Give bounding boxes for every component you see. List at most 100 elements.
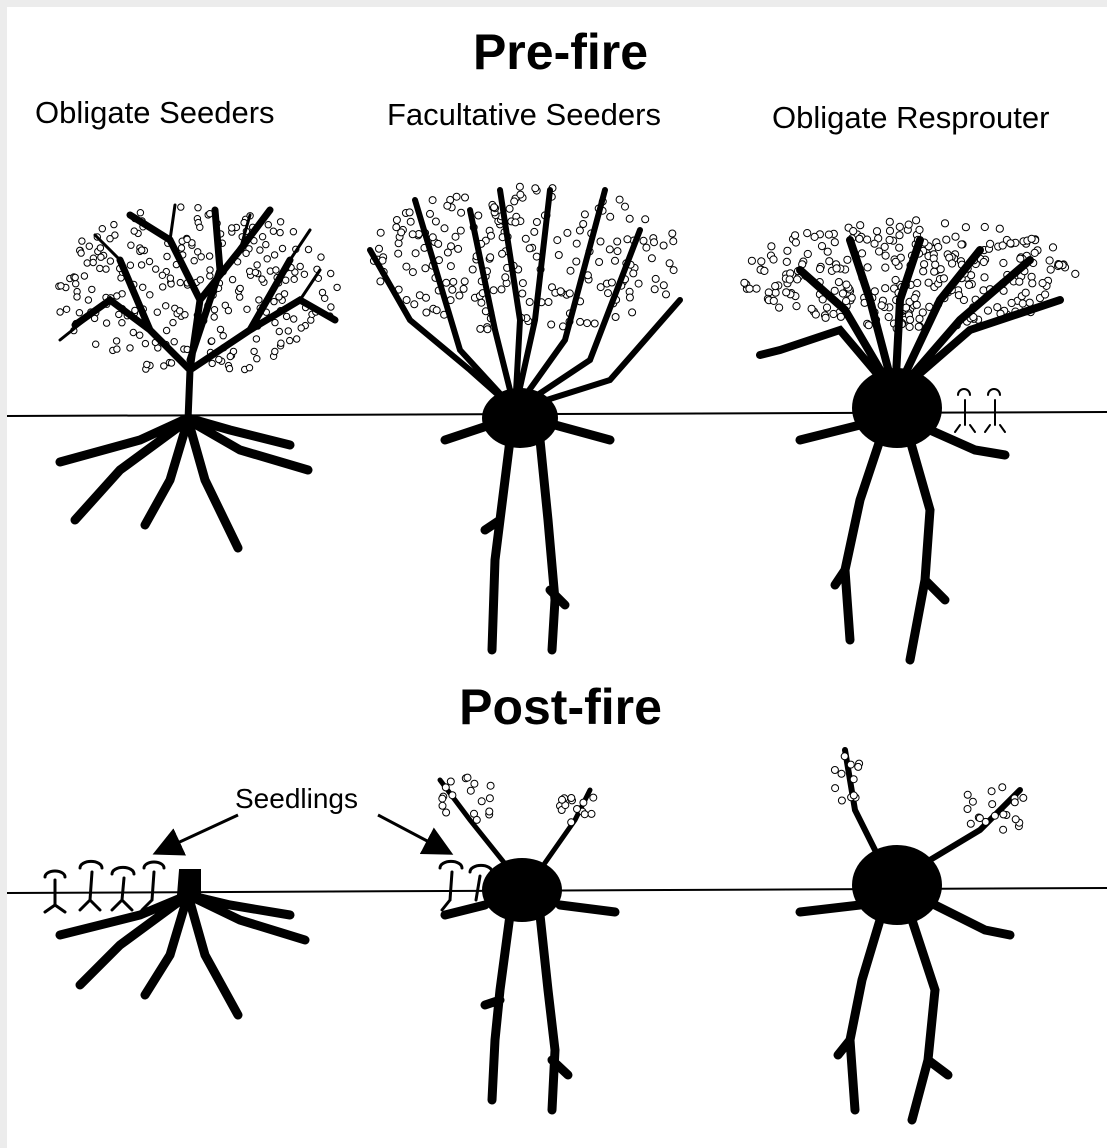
leaf-mark bbox=[225, 307, 231, 313]
leaf-mark bbox=[770, 297, 777, 304]
leaf-mark bbox=[1056, 261, 1063, 268]
leaf-mark bbox=[259, 234, 265, 240]
leaf-mark bbox=[573, 240, 580, 247]
leaf-mark bbox=[793, 303, 800, 310]
leaf-mark bbox=[882, 285, 889, 292]
leaf-mark bbox=[287, 337, 293, 343]
leaf-mark bbox=[184, 236, 190, 242]
leaf-mark bbox=[97, 265, 103, 271]
leaf-mark bbox=[498, 286, 505, 293]
root-system bbox=[800, 425, 1005, 660]
leaf-mark bbox=[823, 304, 830, 311]
leaf-mark bbox=[663, 291, 670, 298]
leaf-mark bbox=[855, 763, 862, 770]
leaf-mark bbox=[532, 185, 539, 192]
leaf-mark bbox=[614, 248, 621, 255]
root-system bbox=[800, 905, 1010, 1120]
leaf-mark bbox=[395, 250, 402, 257]
leaf-mark bbox=[1046, 257, 1053, 264]
leaf-mark bbox=[207, 273, 213, 279]
leaf-mark bbox=[450, 278, 457, 285]
leaf-mark bbox=[1072, 270, 1079, 277]
leaf-mark bbox=[253, 336, 259, 342]
leaf-mark bbox=[590, 794, 597, 801]
root-system bbox=[60, 418, 308, 548]
leaf-mark bbox=[279, 245, 285, 251]
leaf-mark bbox=[568, 795, 575, 802]
leaf-mark bbox=[607, 213, 614, 220]
leaf-mark bbox=[246, 365, 252, 371]
leaf-mark bbox=[642, 216, 649, 223]
leaf-mark bbox=[254, 356, 260, 362]
leaf-mark bbox=[142, 340, 148, 346]
leaf-mark bbox=[442, 784, 449, 791]
leaf-mark bbox=[816, 265, 823, 272]
leaf-mark bbox=[964, 806, 971, 813]
leaf-mark bbox=[486, 795, 493, 802]
leaf-mark bbox=[403, 263, 410, 270]
leaf-mark bbox=[423, 309, 430, 316]
leaf-mark bbox=[748, 257, 755, 264]
leaf-mark bbox=[227, 353, 233, 359]
leaf-mark bbox=[209, 338, 215, 344]
leaf-mark bbox=[257, 247, 263, 253]
leaf-mark bbox=[670, 238, 677, 245]
leaf-mark bbox=[460, 285, 467, 292]
leaf-mark bbox=[651, 286, 658, 293]
leaf-mark bbox=[1000, 811, 1007, 818]
leaf-mark bbox=[154, 309, 160, 315]
leaf-mark bbox=[276, 294, 282, 300]
leaf-mark bbox=[467, 787, 474, 794]
leaf-mark bbox=[913, 301, 920, 308]
leaf-mark bbox=[864, 264, 871, 271]
leaf-mark bbox=[519, 290, 526, 297]
leaf-mark bbox=[220, 333, 226, 339]
leaf-mark bbox=[429, 197, 436, 204]
leaf-mark bbox=[264, 256, 270, 262]
leaf-mark bbox=[103, 266, 109, 272]
leaf-mark bbox=[818, 243, 825, 250]
leaf-mark bbox=[265, 222, 271, 228]
leaf-mark bbox=[652, 275, 659, 282]
leaf-mark bbox=[1031, 249, 1038, 256]
leaf-mark bbox=[844, 256, 851, 263]
lignotuber bbox=[852, 845, 942, 925]
leaf-mark bbox=[857, 222, 864, 229]
leaf-mark bbox=[786, 276, 793, 283]
leaf-mark bbox=[580, 799, 587, 806]
leaf-mark bbox=[502, 274, 509, 281]
leaf-mark bbox=[471, 780, 478, 787]
leaf-mark bbox=[564, 229, 571, 236]
leaf-mark bbox=[622, 203, 629, 210]
leaf-mark bbox=[244, 306, 250, 312]
leaf-mark bbox=[484, 326, 491, 333]
leaf-mark bbox=[841, 753, 848, 760]
leaf-mark bbox=[772, 283, 779, 290]
leaf-mark bbox=[873, 228, 880, 235]
leaf-mark bbox=[761, 267, 768, 274]
leaf-mark bbox=[439, 795, 446, 802]
leaf-mark bbox=[882, 264, 889, 271]
leaf-mark bbox=[548, 321, 555, 328]
leaf-mark bbox=[741, 279, 748, 286]
leaf-mark bbox=[277, 219, 283, 225]
leaf-mark bbox=[566, 290, 573, 297]
leaf-mark bbox=[955, 292, 962, 299]
small-seedlings bbox=[955, 389, 1005, 432]
leaf-mark bbox=[377, 229, 384, 236]
leaf-mark bbox=[792, 232, 799, 239]
leaf-mark bbox=[256, 297, 262, 303]
leaf-mark bbox=[905, 221, 912, 228]
leaf-mark bbox=[140, 284, 146, 290]
leaf-mark bbox=[1000, 826, 1007, 833]
leaf-mark bbox=[770, 256, 777, 263]
leaf-mark bbox=[449, 792, 456, 799]
leaf-mark bbox=[962, 224, 969, 231]
leaf-mark bbox=[531, 228, 538, 235]
leaf-mark bbox=[981, 223, 988, 230]
leaf-mark bbox=[147, 292, 153, 298]
leaf-mark bbox=[211, 307, 217, 313]
leaf-mark bbox=[835, 279, 842, 286]
leaf-mark bbox=[487, 254, 494, 261]
leaf-mark bbox=[626, 294, 633, 301]
